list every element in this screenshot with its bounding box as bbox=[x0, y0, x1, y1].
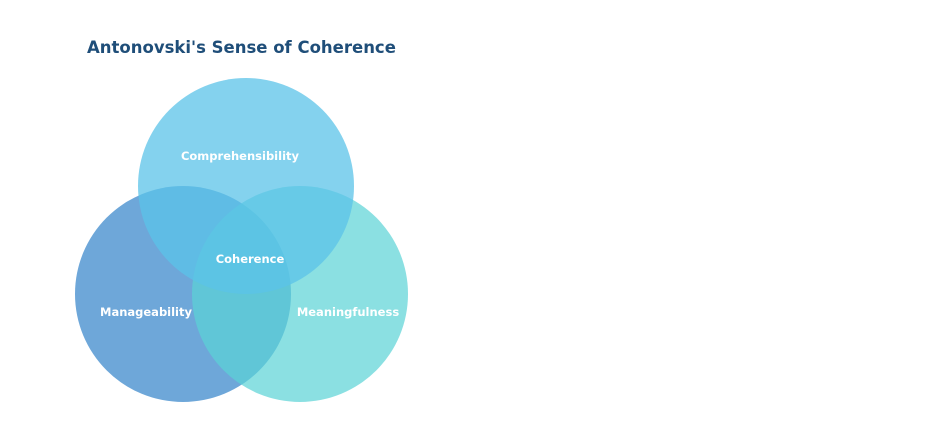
manageability-label: Manageability bbox=[100, 305, 192, 319]
page-title: Antonovski's Sense of Coherence bbox=[87, 38, 396, 57]
coherence-label: Coherence bbox=[216, 252, 285, 266]
meaningfulness-label: Meaningfulness bbox=[297, 305, 400, 319]
comprehensibility-circle bbox=[138, 78, 354, 294]
comprehensibility-label: Comprehensibility bbox=[181, 149, 300, 163]
